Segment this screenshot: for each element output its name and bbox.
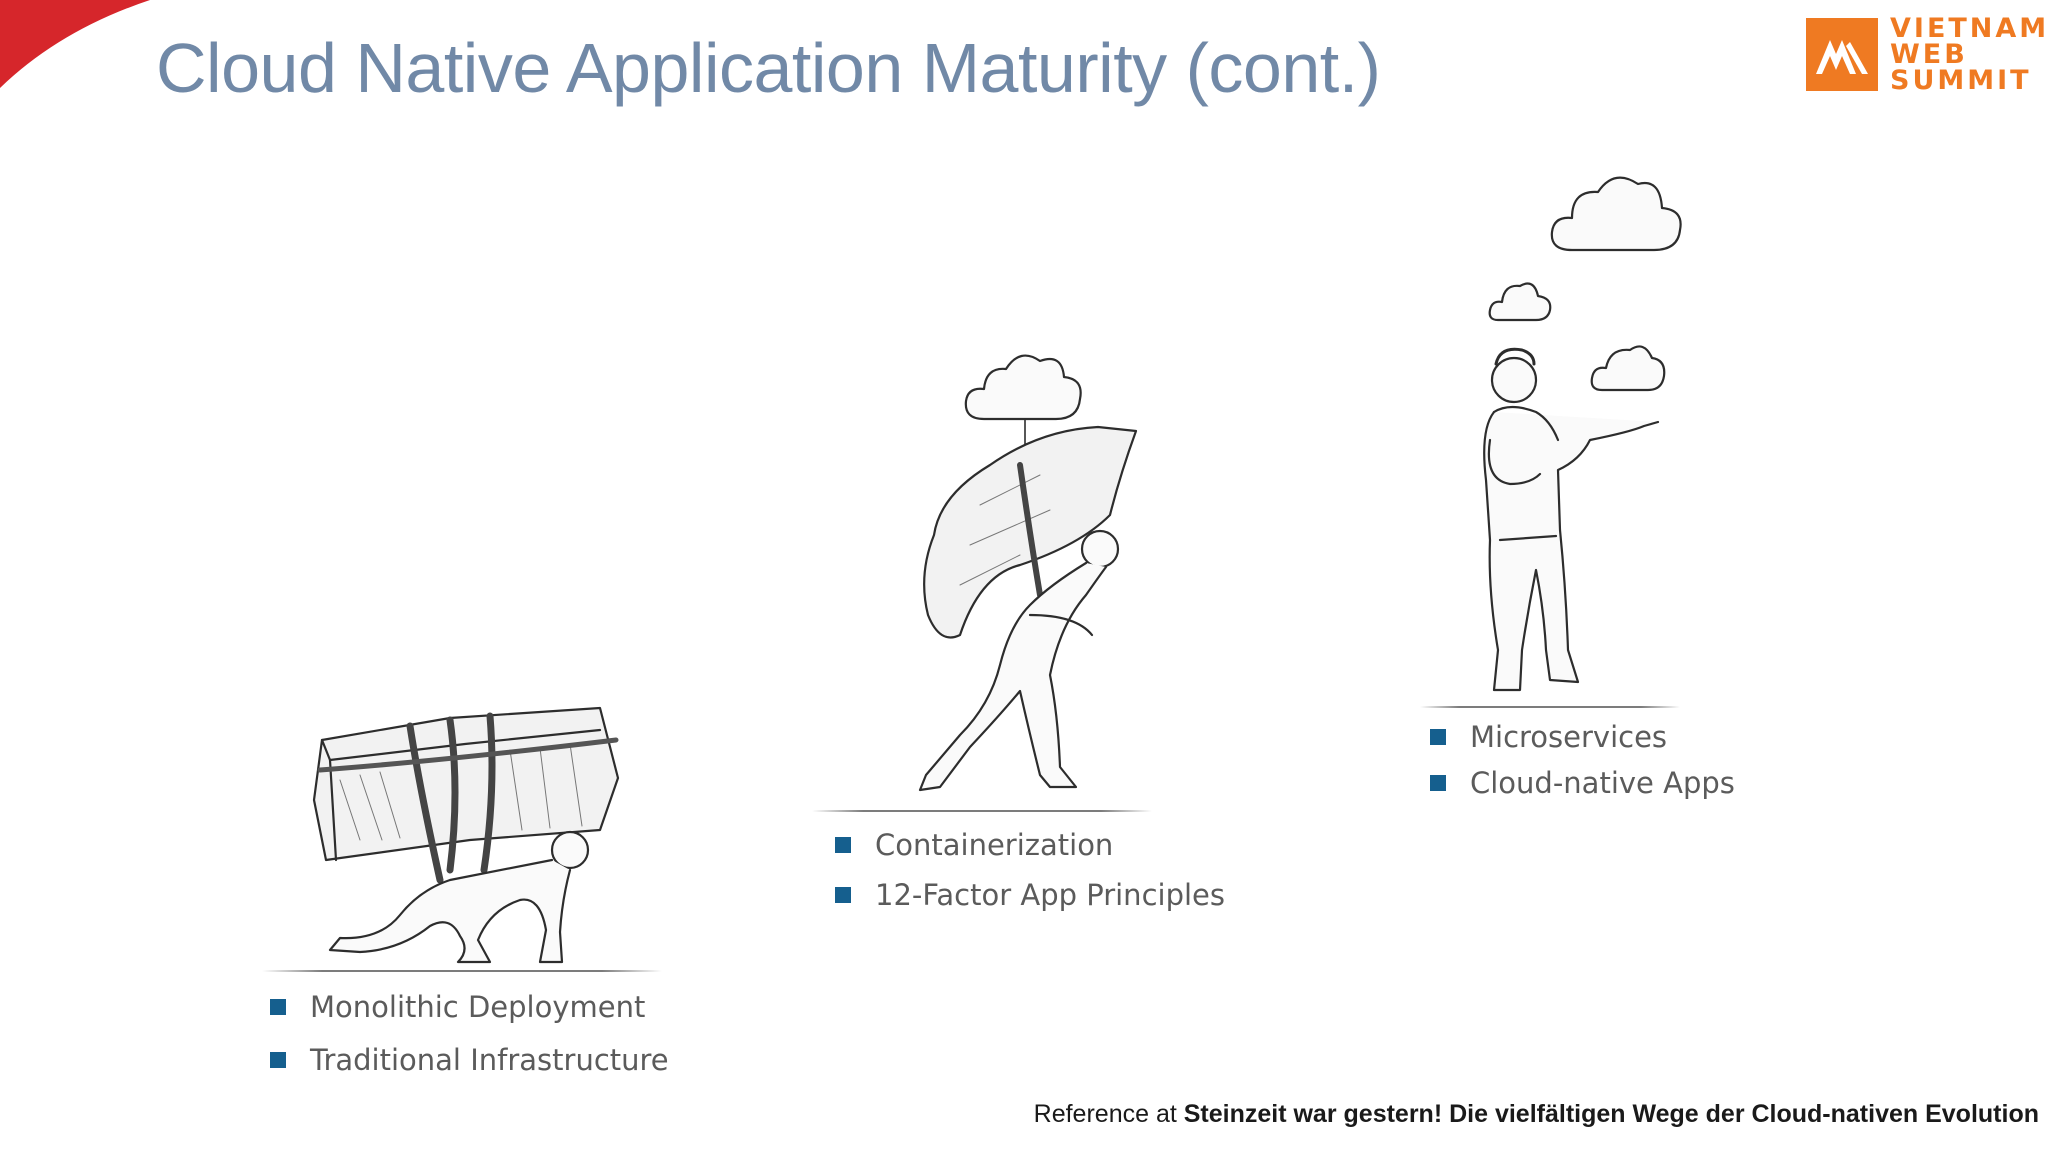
logo-line-3: SUMMIT xyxy=(1890,65,2032,96)
logo-mark-icon xyxy=(1806,18,1878,91)
stage-2-ground-line xyxy=(812,810,1152,812)
list-item: Cloud-native Apps xyxy=(1430,766,1735,800)
stage-1-bullets: Monolithic Deployment Traditional Infras… xyxy=(270,990,669,1077)
bullet-square-icon xyxy=(835,887,851,903)
reference-footnote: Reference at Steinzeit war gestern! Die … xyxy=(1034,1100,2039,1129)
logo-line-1: VIETNAM xyxy=(1890,13,2048,44)
bullet-square-icon xyxy=(835,837,851,853)
bullet-square-icon xyxy=(1430,775,1446,791)
list-item: Containerization xyxy=(835,828,1225,862)
rock-with-cloud-carrier-illustration xyxy=(918,354,1138,792)
list-item: 12-Factor App Principles xyxy=(835,878,1225,912)
stone-block-carrier-illustration xyxy=(312,706,620,964)
cloud-juggler-illustration xyxy=(1483,176,1682,692)
logo-wordmark: VIETNAM WEB SUMMIT xyxy=(1890,13,2048,96)
reference-prefix: Reference at xyxy=(1033,1100,1184,1128)
stage-3-ground-line xyxy=(1420,706,1680,708)
stage-1-ground-line xyxy=(262,970,662,972)
bullet-square-icon xyxy=(270,999,286,1015)
vietnam-web-summit-logo: VIETNAM WEB SUMMIT xyxy=(1806,13,2048,96)
reference-source: Steinzeit war gestern! Die vielfältigen … xyxy=(1183,1100,2039,1128)
bullet-square-icon xyxy=(270,1052,286,1068)
slide-title: Cloud Native Application Maturity (cont.… xyxy=(156,29,1381,107)
corner-accent xyxy=(0,0,150,88)
list-item: Monolithic Deployment xyxy=(270,990,669,1024)
list-item: Traditional Infrastructure xyxy=(270,1043,669,1077)
list-item: Microservices xyxy=(1430,720,1735,754)
logo-line-2: WEB xyxy=(1890,39,1968,70)
stage-2-bullets: Containerization 12-Factor App Principle… xyxy=(835,828,1225,912)
stage-3-bullets: Microservices Cloud-native Apps xyxy=(1430,720,1735,800)
bullet-square-icon xyxy=(1430,729,1446,745)
